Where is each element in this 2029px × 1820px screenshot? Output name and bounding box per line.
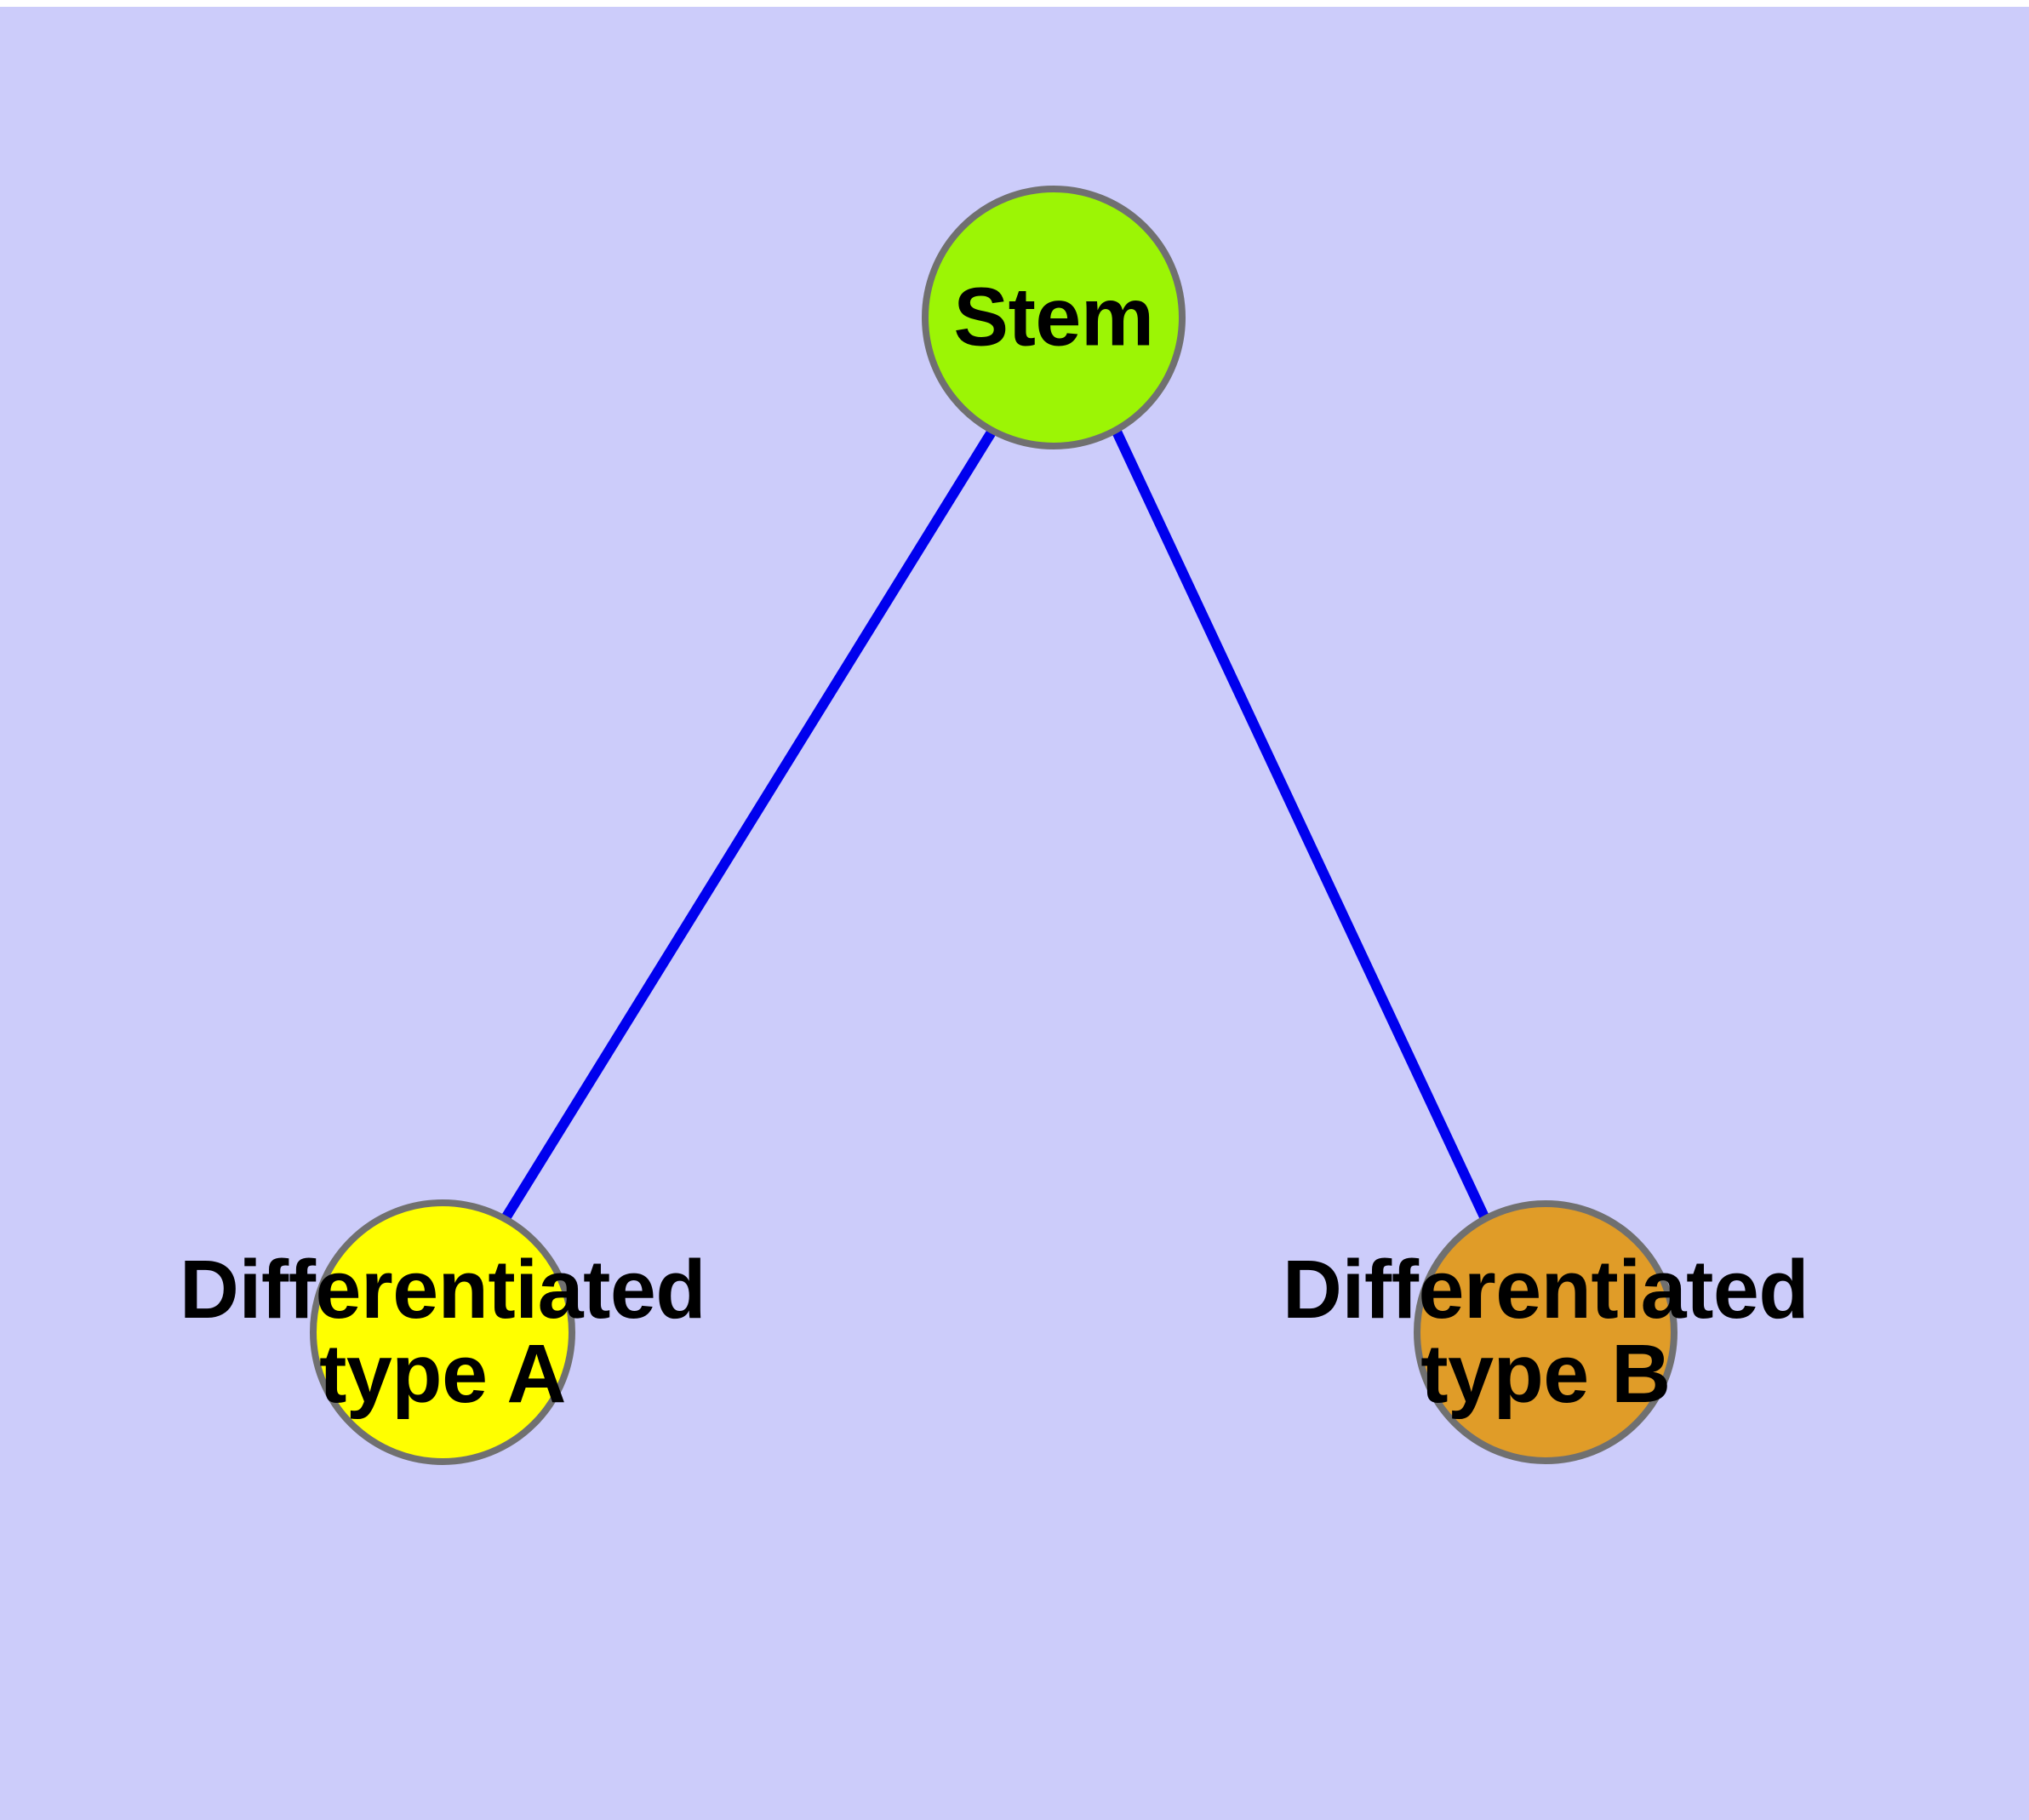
graph-node-diff-b[interactable] bbox=[1414, 1200, 1677, 1464]
nodes-layer bbox=[310, 186, 1677, 1465]
edges-layer bbox=[500, 427, 1493, 1227]
graph-node-stem[interactable] bbox=[922, 186, 1186, 449]
graph-node-diff-a[interactable] bbox=[310, 1199, 575, 1465]
graph-edge-stem-to-diff-a[interactable] bbox=[500, 427, 997, 1222]
graph-edge-stem-to-diff-b[interactable] bbox=[1112, 429, 1493, 1227]
